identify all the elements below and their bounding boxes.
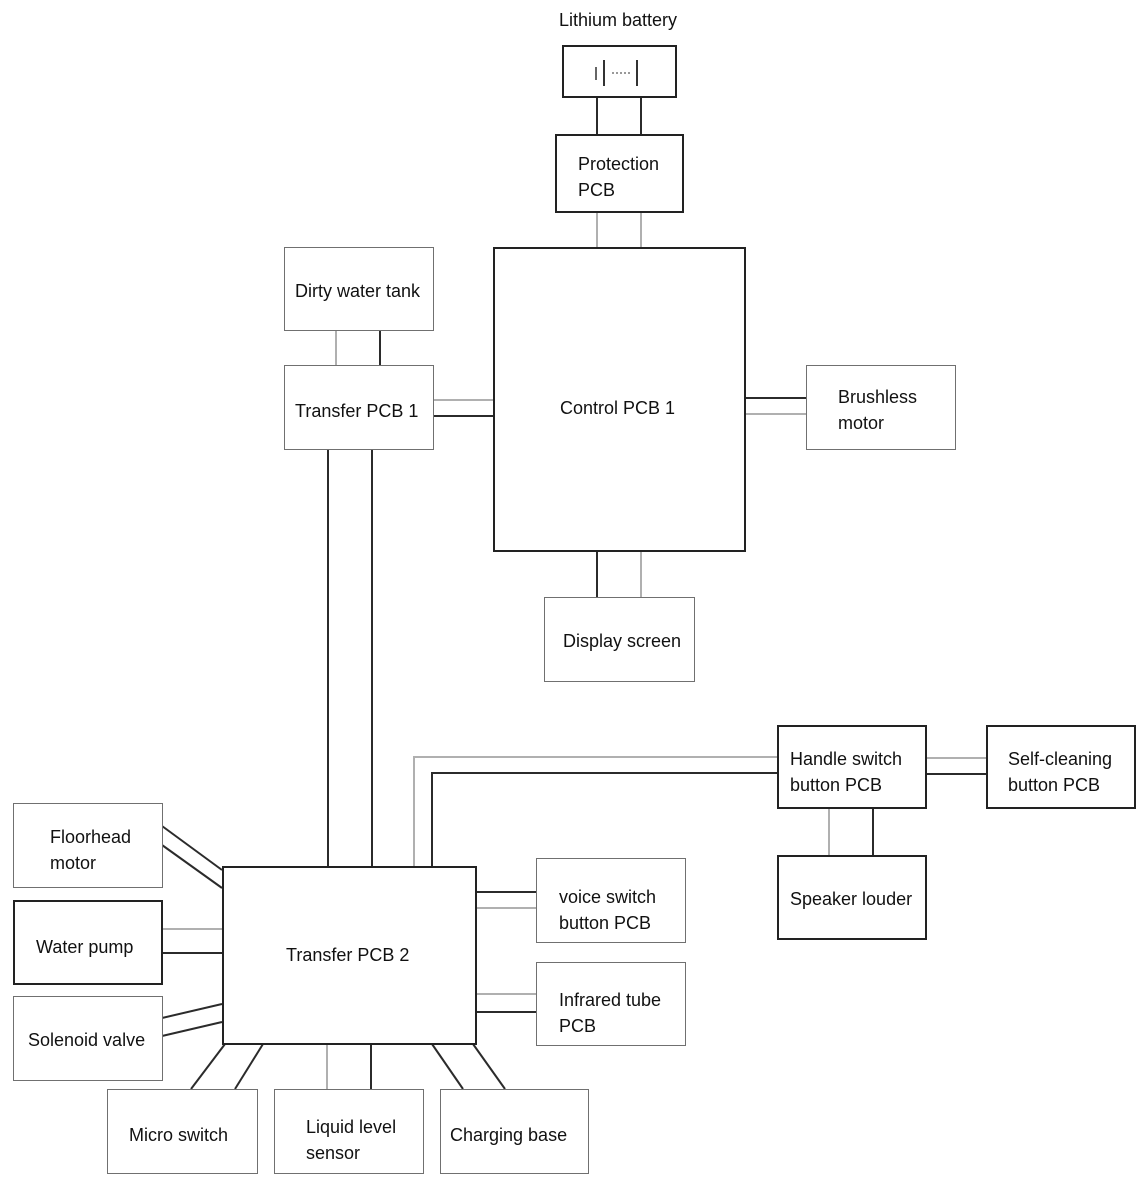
solenoid-valve-block: Solenoid valve	[13, 996, 163, 1081]
display-screen-label: Display screen	[563, 631, 682, 651]
protection-pcb-block: Protection PCB	[555, 134, 684, 213]
charging-base-block: Charging base	[440, 1089, 589, 1174]
display-screen-block: Display screen	[544, 597, 695, 682]
wire	[161, 825, 223, 871]
wire	[413, 756, 777, 866]
wire	[472, 1043, 506, 1090]
brushless-motor-block: Brushless motor	[806, 365, 956, 450]
transfer-pcb-2-label: Transfer PCB 2	[286, 945, 410, 965]
water-pump-label: Water pump	[36, 937, 134, 957]
voice-switch-pcb-block: voice switch button PCB	[536, 858, 686, 943]
water-pump-block: Water pump	[13, 900, 163, 985]
dirty-water-tank-label: Dirty water tank	[295, 281, 421, 301]
wire	[431, 1043, 464, 1090]
speaker-louder-block: Speaker louder	[777, 855, 927, 940]
wire	[190, 1043, 226, 1090]
transfer-pcb-1-block: Transfer PCB 1	[284, 365, 434, 450]
micro-switch-block: Micro switch	[107, 1089, 258, 1174]
lithium-battery-label: Lithium battery	[559, 10, 678, 30]
battery-icon	[562, 45, 677, 98]
solenoid-valve-label: Solenoid valve	[28, 1030, 146, 1050]
liquid-level-sensor-block: Liquid level sensor	[274, 1089, 424, 1174]
wire	[431, 772, 777, 866]
floorhead-motor-label: Floorhead motor	[50, 827, 132, 873]
dirty-water-tank-block: Dirty water tank	[284, 247, 434, 331]
infrared-tube-pcb-label: Infrared tube PCB	[559, 990, 662, 1036]
charging-base-label: Charging base	[450, 1125, 568, 1145]
wire	[161, 844, 223, 889]
infrared-tube-pcb-block: Infrared tube PCB	[536, 962, 686, 1046]
micro-switch-label: Micro switch	[129, 1125, 229, 1145]
floorhead-motor-block: Floorhead motor	[13, 803, 163, 888]
transfer-pcb-2-block: Transfer PCB 2	[222, 866, 477, 1045]
voice-switch-pcb-label: voice switch button PCB	[559, 887, 657, 933]
control-pcb-1-block: Control PCB 1	[493, 247, 746, 552]
wire	[234, 1043, 264, 1090]
wire	[161, 1021, 223, 1037]
liquid-level-sensor-label: Liquid level sensor	[306, 1117, 397, 1163]
handle-switch-pcb-label: Handle switch button PCB	[790, 749, 903, 795]
self-cleaning-pcb-label: Self-cleaning button PCB	[1008, 749, 1113, 795]
self-cleaning-pcb-block: Self-cleaning button PCB	[986, 725, 1136, 809]
control-pcb-1-label: Control PCB 1	[560, 398, 676, 418]
transfer-pcb-1-label: Transfer PCB 1	[295, 401, 419, 421]
speaker-louder-label: Speaker louder	[790, 889, 913, 909]
protection-pcb-label: Protection PCB	[578, 154, 660, 200]
wire	[161, 1003, 223, 1019]
handle-switch-pcb-block: Handle switch button PCB	[777, 725, 927, 809]
brushless-motor-label: Brushless motor	[838, 387, 918, 433]
